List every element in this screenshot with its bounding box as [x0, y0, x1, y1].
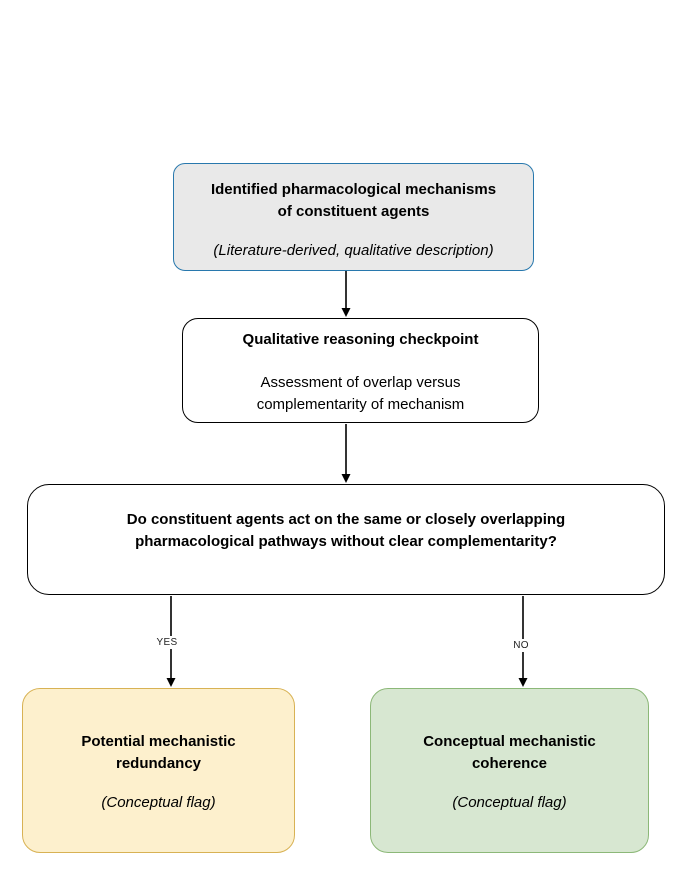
node-subtitle: (Literature-derived, qualitative descrip… [213, 242, 494, 259]
node-title: Qualitative reasoning checkpoint [242, 331, 479, 348]
node-reasoning-checkpoint: Qualitative reasoning checkpoint Assessm… [182, 318, 539, 423]
node-title: Conceptual mechanistic coherence [423, 733, 596, 772]
node-subtitle: (Conceptual flag) [101, 794, 216, 811]
node-subtitle: (Conceptual flag) [452, 794, 567, 811]
node-identified-mechanisms: Identified pharmacological mechanisms of… [173, 163, 534, 271]
node-body: Assessment of overlap versus complementa… [256, 374, 465, 413]
edge-label-no: NO [506, 639, 536, 652]
edge-label-yes: YES [150, 636, 184, 649]
node-mechanistic-redundancy: Potential mechanistic redundancy (Concep… [22, 688, 295, 853]
arrow-decision-to-coherence [518, 596, 528, 687]
node-title: Do constituent agents act on the same or… [126, 511, 566, 550]
arrow-mechanisms-to-checkpoint [341, 271, 351, 317]
node-title: Identified pharmacological mechanisms of… [210, 181, 497, 220]
node-decision-overlap: Do constituent agents act on the same or… [27, 484, 665, 595]
arrow-checkpoint-to-decision [341, 424, 351, 483]
node-mechanistic-coherence: Conceptual mechanistic coherence (Concep… [370, 688, 649, 853]
node-title: Potential mechanistic redundancy [81, 733, 236, 772]
